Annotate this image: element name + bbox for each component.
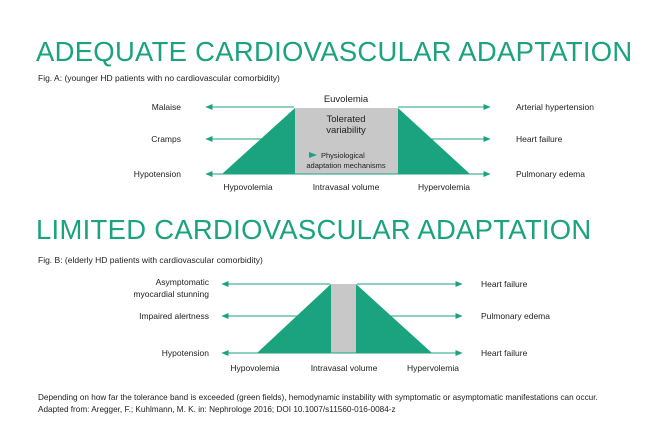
center-top-label: Euvolemia bbox=[324, 94, 369, 105]
right-label-1: Arterial hypertension bbox=[516, 102, 594, 112]
left-label-3: Hypotension bbox=[162, 348, 210, 358]
figure-b-diagram: Asymptomatic myocardial stunning Impaire… bbox=[133, 277, 550, 373]
axis-center-label: Intravasal volume bbox=[313, 182, 380, 192]
axis-right-label: Hypervolemia bbox=[418, 182, 470, 192]
mechanism-label-line1: Physiological bbox=[321, 151, 365, 160]
footnote-source: Adapted from: Aregger, F.; Kuhlmann, M. … bbox=[38, 405, 396, 414]
right-label-1: Heart failure bbox=[481, 279, 528, 289]
figure-a-title: ADEQUATE CARDIOVASCULAR ADAPTATION bbox=[36, 36, 633, 67]
right-label-3: Heart failure bbox=[481, 348, 528, 358]
left-label-2: Cramps bbox=[151, 134, 181, 144]
figure-b-caption: Fig. B: (elderly HD patients with cardio… bbox=[38, 255, 263, 265]
left-label-3: Hypotension bbox=[134, 169, 182, 179]
figure-a-caption: Fig. A: (younger HD patients with no car… bbox=[38, 73, 280, 83]
right-green-field bbox=[398, 108, 470, 174]
left-label-1: Malaise bbox=[152, 102, 182, 112]
band-label-line1: Tolerated bbox=[326, 114, 365, 125]
band-label-line2: variability bbox=[326, 125, 366, 136]
left-green-field bbox=[222, 108, 295, 174]
right-green-field bbox=[356, 284, 432, 353]
left-label-1-line1: Asymptomatic bbox=[156, 277, 210, 287]
left-label-2: Impaired alertness bbox=[139, 311, 209, 321]
right-label-3: Pulmonary edema bbox=[516, 169, 585, 179]
axis-right-label: Hypervolemia bbox=[407, 363, 459, 373]
figure-a-diagram: Euvolemia Tolerated variability Physiolo… bbox=[134, 94, 594, 192]
axis-left-label: Hypovolemia bbox=[230, 363, 279, 373]
figure-b-title: LIMITED CARDIOVASCULAR ADAPTATION bbox=[36, 214, 592, 245]
mechanism-arrow-icon bbox=[309, 152, 317, 158]
mechanism-label-line2: adaptation mechanisms bbox=[306, 161, 385, 170]
axis-left-label: Hypovolemia bbox=[223, 182, 272, 192]
axis-center-label: Intravasal volume bbox=[311, 363, 378, 373]
right-label-2: Pulmonary edema bbox=[481, 311, 550, 321]
left-green-field bbox=[257, 284, 331, 353]
left-label-1-line2: myocardial stunning bbox=[133, 289, 209, 299]
right-label-2: Heart failure bbox=[516, 134, 563, 144]
footnote-explanation: Depending on how far the tolerance band … bbox=[38, 393, 598, 402]
tolerance-band bbox=[295, 108, 398, 174]
tolerance-band bbox=[331, 284, 356, 353]
